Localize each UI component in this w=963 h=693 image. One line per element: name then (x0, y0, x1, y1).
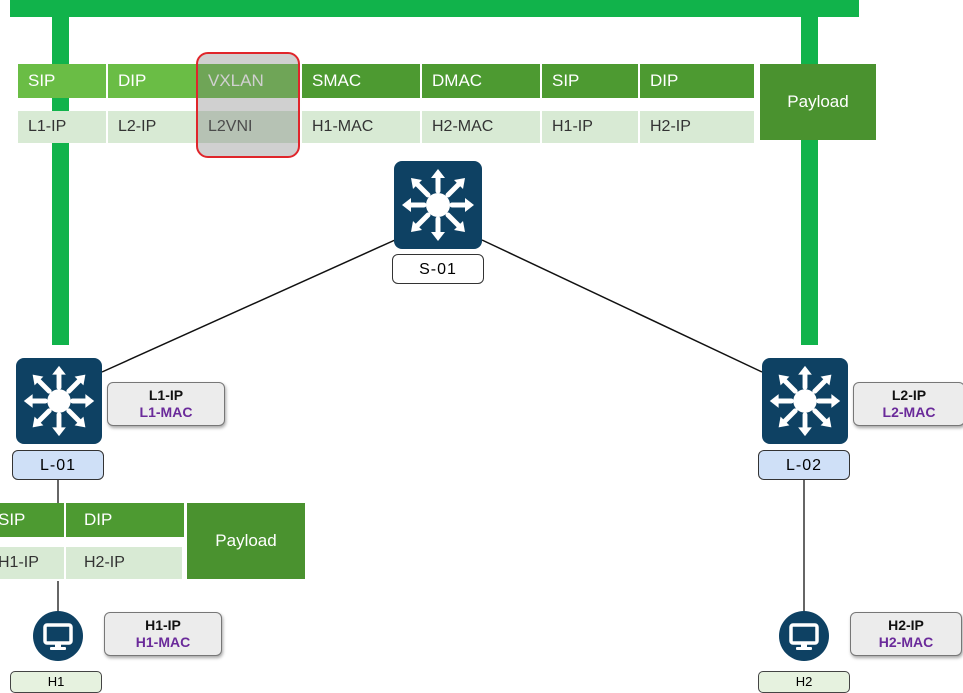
host2-mac: H2-MAC (878, 634, 934, 650)
leaf2-address-card: L2-IP L2-MAC (853, 382, 963, 426)
host-dip-label: DIP (66, 503, 184, 537)
leaf2-ip: L2-IP (891, 387, 927, 403)
inner-sip-value: H1-IP (542, 111, 638, 143)
inner-sip-label: SIP (542, 64, 638, 98)
tunnel-top-pipe (10, 0, 859, 17)
outer-sip-value: L1-IP (18, 111, 106, 143)
leaf1-address-card: L1-IP L1-MAC (107, 382, 225, 426)
inner-dip-label: DIP (640, 64, 754, 98)
inner-dip-value: H2-IP (640, 111, 754, 143)
outer-sip-label: SIP (18, 64, 106, 98)
outer-dip-label: DIP (108, 64, 196, 98)
inner-dmac-value: H2-MAC (422, 111, 540, 143)
host-sip-value: H1-IP (0, 547, 64, 579)
leaf2-label: L-02 (758, 450, 850, 480)
outer-vxlan-value: L2VNI (198, 111, 300, 143)
host2-monitor-icon (779, 611, 829, 661)
host1-mac: H1-MAC (135, 634, 191, 650)
inner-dmac-label: DMAC (422, 64, 540, 98)
leaf1-switch-icon (16, 358, 102, 444)
outer-vxlan-label: VXLAN (198, 64, 300, 98)
spine-label: S-01 (392, 254, 484, 284)
outer-dip-value: L2-IP (108, 111, 196, 143)
host1-address-card: H1-IP H1-MAC (104, 612, 222, 656)
host1-monitor-icon (33, 611, 83, 661)
host-sip-label: SIP (0, 503, 64, 537)
leaf1-ip: L1-IP (148, 387, 184, 403)
host2-label: H2 (758, 671, 850, 693)
host-dip-value: H2-IP (66, 547, 182, 579)
spine-switch-icon (394, 161, 482, 249)
link-spine-leaf1 (101, 239, 396, 373)
inner-smac-label: SMAC (302, 64, 420, 98)
link-spine-leaf2 (481, 239, 763, 373)
host1-label: H1 (10, 671, 102, 693)
inner-smac-value: H1-MAC (302, 111, 420, 143)
host2-ip: H2-IP (888, 617, 924, 633)
host-payload: Payload (187, 503, 305, 579)
outer-payload: Payload (760, 64, 876, 140)
leaf2-switch-icon (762, 358, 848, 444)
host1-ip: H1-IP (145, 617, 181, 633)
leaf1-mac: L1-MAC (139, 404, 193, 420)
leaf2-mac: L2-MAC (882, 404, 936, 420)
host2-address-card: H2-IP H2-MAC (850, 612, 962, 656)
leaf1-label: L-01 (12, 450, 104, 480)
vxlan-highlight-box (196, 52, 300, 158)
